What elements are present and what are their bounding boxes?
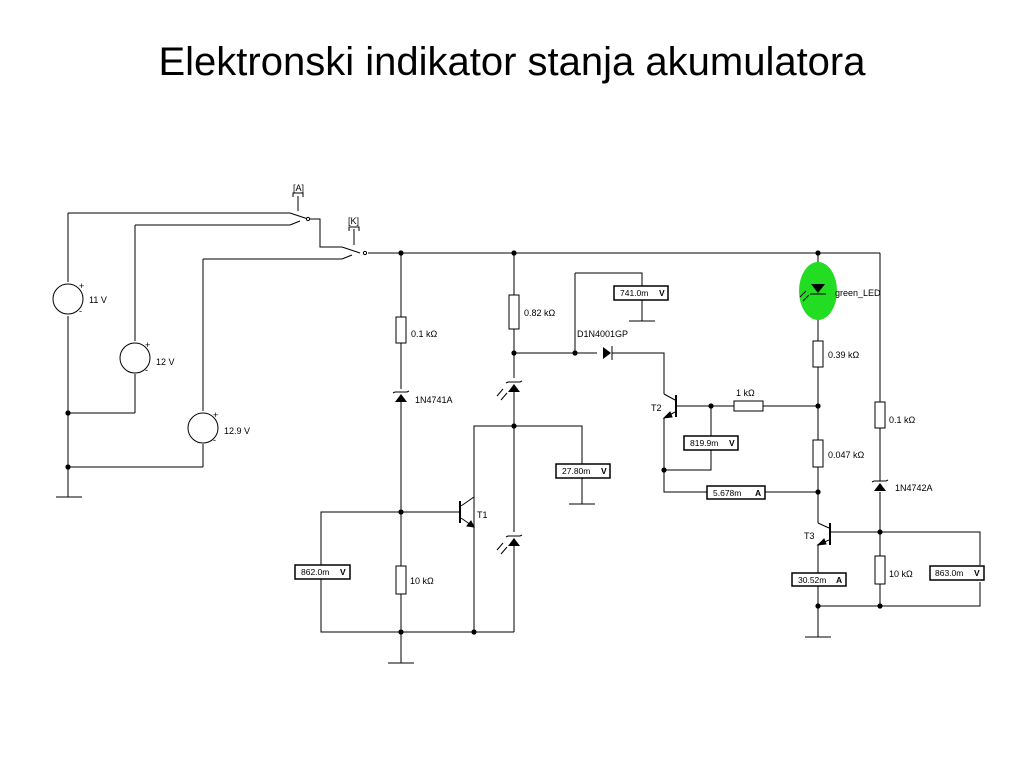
resistor-r2: 0.82 kΩ: [508, 294, 556, 330]
meter-m4: 5.678m A: [706, 485, 766, 500]
voltage-source-12-9v: + - 12.9 V: [187, 410, 250, 445]
resistor-r7-label: 0.1 kΩ: [889, 415, 916, 425]
meter-m2-value: 27.80m: [562, 466, 590, 476]
meter-m5: 862.0m V: [294, 564, 351, 580]
meter-m1-value: 741.0m: [620, 288, 648, 298]
meter-m1: 741.0m V: [613, 285, 669, 301]
transistor-t3: [816, 522, 831, 546]
resistor-r6: 0.047 kΩ: [812, 439, 865, 468]
meter-m6: 30.52m A: [791, 572, 847, 587]
meter-m2: 27.80m V: [555, 463, 611, 479]
junction-dots: [65, 250, 883, 635]
transistor-t3-label: T3: [804, 531, 815, 541]
source-11v-plus: +: [79, 281, 84, 291]
resistor-r6-label: 0.047 kΩ: [828, 450, 865, 460]
voltage-source-11v: + - 11 V: [52, 281, 107, 316]
opto-diode-upper: [496, 380, 523, 401]
meter-m4-value: 5.678m: [713, 488, 741, 498]
resistor-r7: 0.1 kΩ: [874, 401, 916, 429]
led-indicator: green_LED: [799, 262, 881, 320]
source-12v-label: 12 V: [156, 357, 175, 367]
meter-m7-unit: V: [974, 568, 980, 578]
meter-m5-value: 862.0m: [301, 567, 329, 577]
source-12-9v-label: 12.9 V: [224, 426, 250, 436]
meter-m7-value: 863.0m: [935, 568, 963, 578]
switch-k: [341, 226, 368, 260]
meter-m5-unit: V: [340, 567, 346, 577]
zener-diode-z1: 1N4741A: [392, 390, 453, 405]
resistor-r4: 1 kΩ: [733, 388, 764, 412]
page-title: Elektronski indikator stanja akumulatora: [158, 40, 866, 84]
resistor-r1-label: 0.1 kΩ: [411, 329, 438, 339]
opto-diode-lower: [496, 534, 523, 555]
led-label: green_LED: [835, 288, 881, 298]
switch-k-label: [K]: [348, 216, 359, 226]
resistor-r3: 10 kΩ: [395, 565, 434, 595]
resistor-r4-label: 1 kΩ: [736, 388, 755, 398]
source-12v-plus: +: [145, 340, 150, 350]
resistor-r2-label: 0.82 kΩ: [524, 308, 556, 318]
resistor-r5-label: 0.39 kΩ: [828, 350, 860, 360]
meter-m3-value: 819.9m: [690, 438, 718, 448]
meter-m2-unit: V: [601, 466, 607, 476]
transistor-t1-label: T1: [477, 510, 488, 520]
diode-d1-label: D1N4001GP: [577, 329, 628, 339]
source-12-9v-plus: +: [213, 410, 218, 420]
switch-a-label: [A]: [293, 183, 304, 193]
source-11v-label: 11 V: [89, 295, 107, 305]
source-11v-minus: -: [79, 306, 82, 316]
meter-m6-unit: A: [836, 575, 842, 585]
meter-m3: 819.9m V: [683, 435, 739, 451]
resistor-r8: 10 kΩ: [874, 555, 913, 585]
transistor-t2-label: T2: [651, 403, 662, 413]
ground-symbols: [56, 320, 831, 664]
transistor-t2: [662, 393, 677, 419]
meter-m4-unit: A: [755, 488, 761, 498]
switch-a: [289, 192, 311, 226]
transistor-t1: [459, 496, 475, 632]
meter-m6-value: 30.52m: [798, 575, 826, 585]
resistor-r1: 0.1 kΩ: [395, 316, 438, 344]
source-12v-minus: -: [145, 365, 148, 375]
meter-m1-unit: V: [659, 288, 665, 298]
zener-diode-z2: 1N4742A: [871, 479, 933, 493]
zener-z1-label: 1N4741A: [415, 395, 453, 405]
resistor-r3-label: 10 kΩ: [410, 576, 434, 586]
source-12-9v-minus: -: [213, 435, 216, 445]
meter-m3-unit: V: [729, 438, 735, 448]
voltage-source-12v: + - 12 V: [119, 340, 175, 375]
diode-d1: D1N4001GP: [577, 329, 628, 360]
resistor-r5: 0.39 kΩ: [812, 340, 860, 368]
zener-z2-label: 1N4742A: [895, 483, 933, 493]
meter-m7: 863.0m V: [929, 565, 985, 581]
resistor-r8-label: 10 kΩ: [889, 569, 913, 579]
wires: [67, 212, 981, 663]
